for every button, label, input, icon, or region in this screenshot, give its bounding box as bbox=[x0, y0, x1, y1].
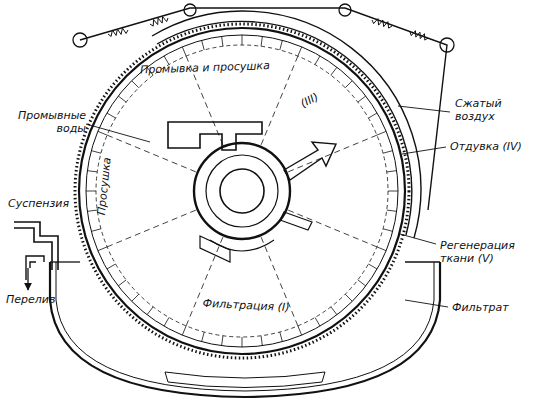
inlet-pipe bbox=[14, 222, 58, 270]
air-hose bbox=[152, 11, 421, 238]
cell-tick bbox=[91, 229, 101, 232]
cell-tick bbox=[331, 67, 337, 75]
label: Просушка bbox=[95, 151, 115, 222]
cell-tick bbox=[182, 47, 186, 56]
cell-tick bbox=[298, 47, 302, 56]
roller bbox=[184, 4, 196, 16]
trough-rim bbox=[405, 261, 440, 262]
spring bbox=[372, 19, 392, 28]
cell-tick bbox=[368, 113, 377, 118]
cell-tick bbox=[383, 229, 393, 232]
roller bbox=[73, 33, 87, 47]
cell-tick bbox=[222, 336, 223, 346]
drum-spoke bbox=[107, 210, 196, 247]
label: Перелив bbox=[6, 294, 66, 307]
cell-tick bbox=[222, 36, 223, 46]
cell-tick bbox=[315, 56, 320, 65]
cell-tick bbox=[132, 81, 139, 88]
drum-cloth bbox=[86, 35, 398, 347]
cell-tick bbox=[261, 36, 262, 46]
cell-tick bbox=[377, 247, 386, 251]
cell-tick bbox=[377, 131, 386, 135]
drum-spoke bbox=[288, 210, 377, 247]
cell-tick bbox=[387, 210, 397, 211]
label: Промывка и просушка bbox=[140, 59, 290, 77]
label: Суспензия bbox=[8, 198, 78, 211]
label: Фильтрация (I) bbox=[196, 297, 297, 315]
filter-cake bbox=[75, 24, 409, 358]
cell-tick bbox=[91, 151, 101, 154]
cell-tick bbox=[98, 131, 107, 135]
label: Отдувка (IV) bbox=[450, 141, 530, 154]
spring bbox=[108, 28, 128, 36]
cell-tick bbox=[86, 191, 96, 192]
cell-ticks bbox=[86, 35, 398, 347]
cell-tick bbox=[315, 317, 320, 326]
roller bbox=[440, 38, 454, 52]
spring bbox=[150, 17, 168, 26]
label: (III) bbox=[299, 86, 331, 111]
cell-tick bbox=[368, 264, 377, 269]
cell-tick bbox=[107, 113, 116, 118]
overflow-arrow bbox=[27, 268, 28, 290]
drum-shell bbox=[79, 28, 405, 354]
air-hose bbox=[157, 21, 412, 235]
regeneration-channel bbox=[280, 212, 312, 230]
cell-tick bbox=[132, 294, 139, 301]
springs bbox=[108, 17, 428, 40]
inlet-pipe bbox=[14, 228, 52, 270]
label: Сжатый воздух bbox=[455, 98, 510, 123]
drum-spokes bbox=[107, 56, 377, 326]
cell-tick bbox=[358, 280, 366, 286]
cell-tick bbox=[98, 247, 107, 251]
cell-tick bbox=[87, 171, 97, 172]
cell-ring bbox=[96, 45, 388, 337]
cell-tick bbox=[387, 171, 397, 172]
drum-spoke bbox=[288, 135, 377, 172]
cell-tick bbox=[383, 151, 393, 154]
cell-tick bbox=[242, 337, 243, 347]
overflow-pipe bbox=[26, 256, 44, 280]
spring bbox=[410, 31, 428, 40]
cell-tick bbox=[388, 191, 398, 192]
label: Регенерация ткани (V) bbox=[440, 240, 524, 265]
roller bbox=[339, 4, 351, 16]
wash-channel bbox=[168, 122, 262, 150]
cell-tick bbox=[202, 332, 205, 342]
trough-drain bbox=[165, 372, 325, 388]
filtrate-channel bbox=[200, 236, 230, 262]
cell-tick bbox=[202, 40, 205, 50]
cell-tick bbox=[118, 96, 126, 102]
cell-tick bbox=[280, 40, 283, 50]
label: Промывные воды bbox=[18, 110, 86, 135]
frame bbox=[80, 8, 447, 210]
cell-tick bbox=[118, 280, 126, 286]
drum-spoke bbox=[107, 135, 196, 172]
cell-tick bbox=[345, 294, 352, 301]
leader-line bbox=[400, 234, 436, 244]
cell-tick bbox=[331, 307, 337, 315]
cell-tick bbox=[298, 326, 302, 335]
trough-rim bbox=[50, 261, 80, 262]
distributor-ring bbox=[206, 155, 278, 227]
cell-tick bbox=[358, 96, 366, 102]
cell-tick bbox=[147, 307, 153, 315]
filtrate-channel bbox=[210, 240, 274, 251]
cell-tick bbox=[164, 317, 169, 326]
leader-line bbox=[405, 300, 448, 307]
leader-line bbox=[402, 147, 446, 154]
blow-channel bbox=[284, 142, 336, 180]
cell-tick bbox=[261, 336, 262, 346]
cell-tick bbox=[242, 35, 243, 45]
label: Фильтрат bbox=[452, 302, 522, 315]
shaft bbox=[220, 169, 264, 213]
cell-tick bbox=[107, 264, 116, 269]
leader-line bbox=[86, 124, 150, 142]
cell-tick bbox=[345, 81, 352, 88]
overflow-box bbox=[30, 262, 36, 268]
leader-line bbox=[398, 106, 450, 112]
cell-tick bbox=[182, 326, 186, 335]
distributor-head bbox=[194, 143, 290, 239]
cell-tick bbox=[280, 332, 283, 342]
